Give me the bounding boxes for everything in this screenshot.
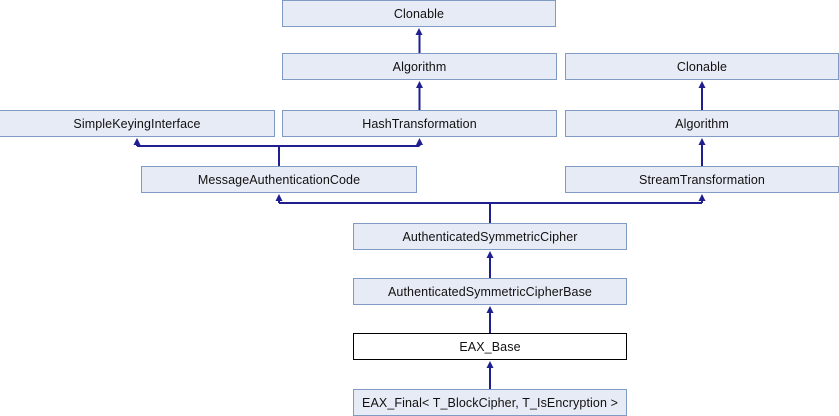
class-node-algorithm-right[interactable]: Algorithm — [565, 110, 839, 137]
class-node-clonable-top[interactable]: Clonable — [282, 0, 556, 27]
class-node-ascbase[interactable]: AuthenticatedSymmetricCipherBase — [353, 278, 627, 305]
inheritance-edge-algorithm-right-to-clonable-right — [698, 81, 706, 110]
inheritance-edge-asc-to-mac — [275, 194, 491, 223]
class-node-label: Clonable — [393, 6, 445, 21]
class-node-label: MessageAuthenticationCode — [197, 172, 361, 187]
class-node-eaxbase: EAX_Base — [353, 333, 627, 360]
inheritance-edge-eaxbase-to-ascbase — [486, 306, 494, 333]
inheritance-edge-mac-to-hashtransform — [278, 138, 423, 166]
class-node-mac[interactable]: MessageAuthenticationCode — [141, 166, 417, 193]
class-node-eaxfinal[interactable]: EAX_Final< T_BlockCipher, T_IsEncryption… — [353, 389, 627, 416]
class-node-label: AuthenticatedSymmetricCipher — [402, 229, 578, 244]
class-node-label: EAX_Base — [459, 339, 521, 354]
inheritance-edge-streamtransform-to-algorithm-right — [698, 138, 706, 166]
inheritance-edge-mac-to-simplekeying — [133, 138, 280, 166]
class-node-simplekeying[interactable]: SimpleKeyingInterface — [0, 110, 275, 137]
class-node-algorithm-mid[interactable]: Algorithm — [282, 53, 557, 80]
class-node-streamtransform[interactable]: StreamTransformation — [565, 166, 839, 193]
class-node-label: StreamTransformation — [639, 172, 765, 187]
class-node-asc[interactable]: AuthenticatedSymmetricCipher — [353, 223, 627, 250]
class-node-label: Clonable — [676, 59, 728, 74]
class-node-clonable-right[interactable]: Clonable — [565, 53, 839, 80]
class-node-hashtransform[interactable]: HashTransformation — [282, 110, 557, 137]
class-node-label: Algorithm — [392, 59, 447, 74]
inheritance-edge-asc-to-streamtransform — [489, 194, 706, 223]
class-node-label: EAX_Final< T_BlockCipher, T_IsEncryption… — [362, 395, 618, 410]
inheritance-edge-algorithm-mid-to-clonable-top — [415, 28, 423, 53]
class-node-label: SimpleKeyingInterface — [73, 116, 201, 131]
class-node-label: HashTransformation — [362, 116, 477, 131]
class-node-label: AuthenticatedSymmetricCipherBase — [388, 284, 592, 299]
class-node-label: Algorithm — [675, 116, 729, 131]
inheritance-edge-eaxfinal-to-eaxbase — [486, 361, 494, 389]
inheritance-edge-hashtransform-to-algorithm-mid — [416, 81, 423, 110]
inheritance-edge-ascbase-to-asc — [486, 251, 494, 278]
